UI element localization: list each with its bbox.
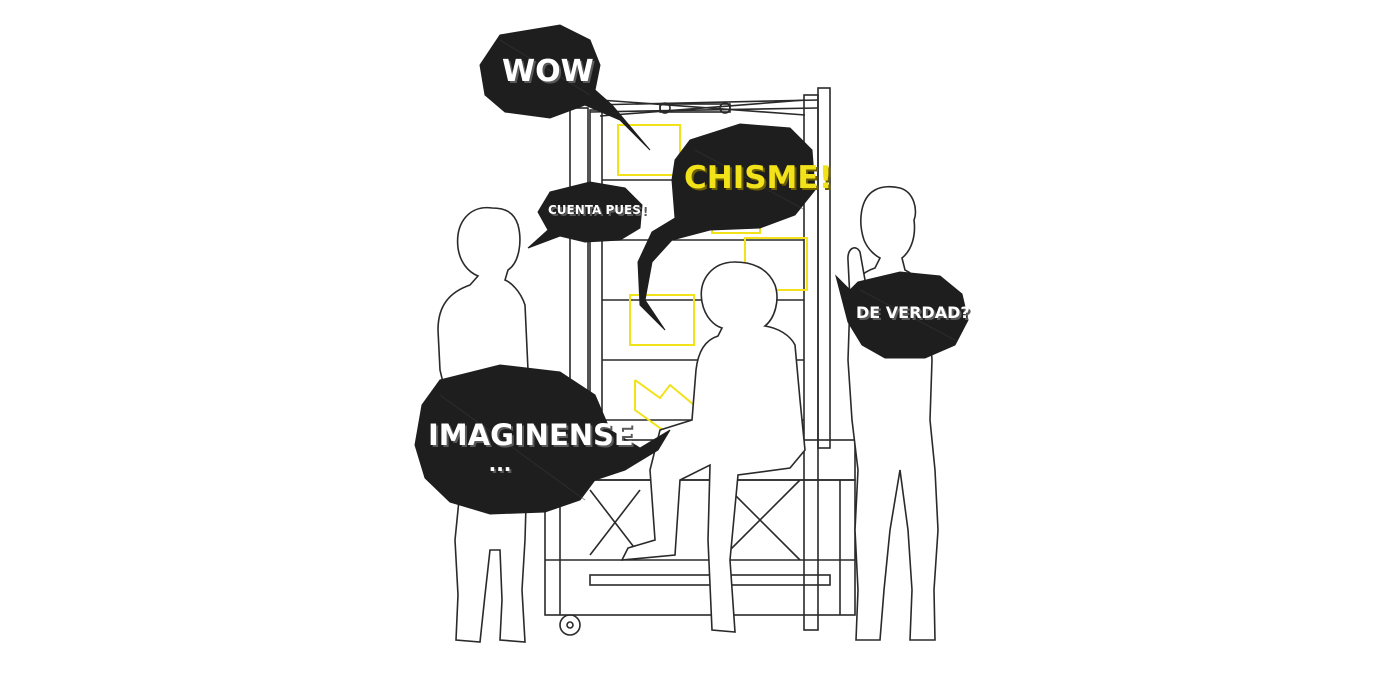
top-bar: [589, 99, 819, 106]
yellow-frame-4: [629, 294, 695, 346]
bubble-wow: [479, 24, 651, 151]
speech-bubbles: [414, 24, 969, 515]
bubble-imaginense: [414, 364, 671, 515]
platform-base: [544, 479, 856, 616]
person-right: [847, 185, 939, 641]
person-seated: [620, 261, 806, 633]
bubble-text-wow: WOW: [502, 54, 594, 89]
bubble-verdad: [835, 271, 969, 359]
yellow-frame-1: [617, 124, 681, 176]
wheel: [559, 614, 581, 636]
bubble-text-verdad: DE VERDAD?: [856, 303, 970, 322]
bubble-text-ellipsis: ...: [488, 452, 512, 476]
bubble-text-chisme: CHISME!: [684, 160, 833, 196]
right-upright-outer: [817, 87, 831, 449]
bubble-cuenta: [527, 181, 643, 249]
bubble-text-cuenta: CUENTA PUES!: [548, 203, 647, 217]
bubble-chisme: [637, 123, 816, 331]
bubble-text-imaginense: IMAGINENSE: [428, 418, 634, 452]
